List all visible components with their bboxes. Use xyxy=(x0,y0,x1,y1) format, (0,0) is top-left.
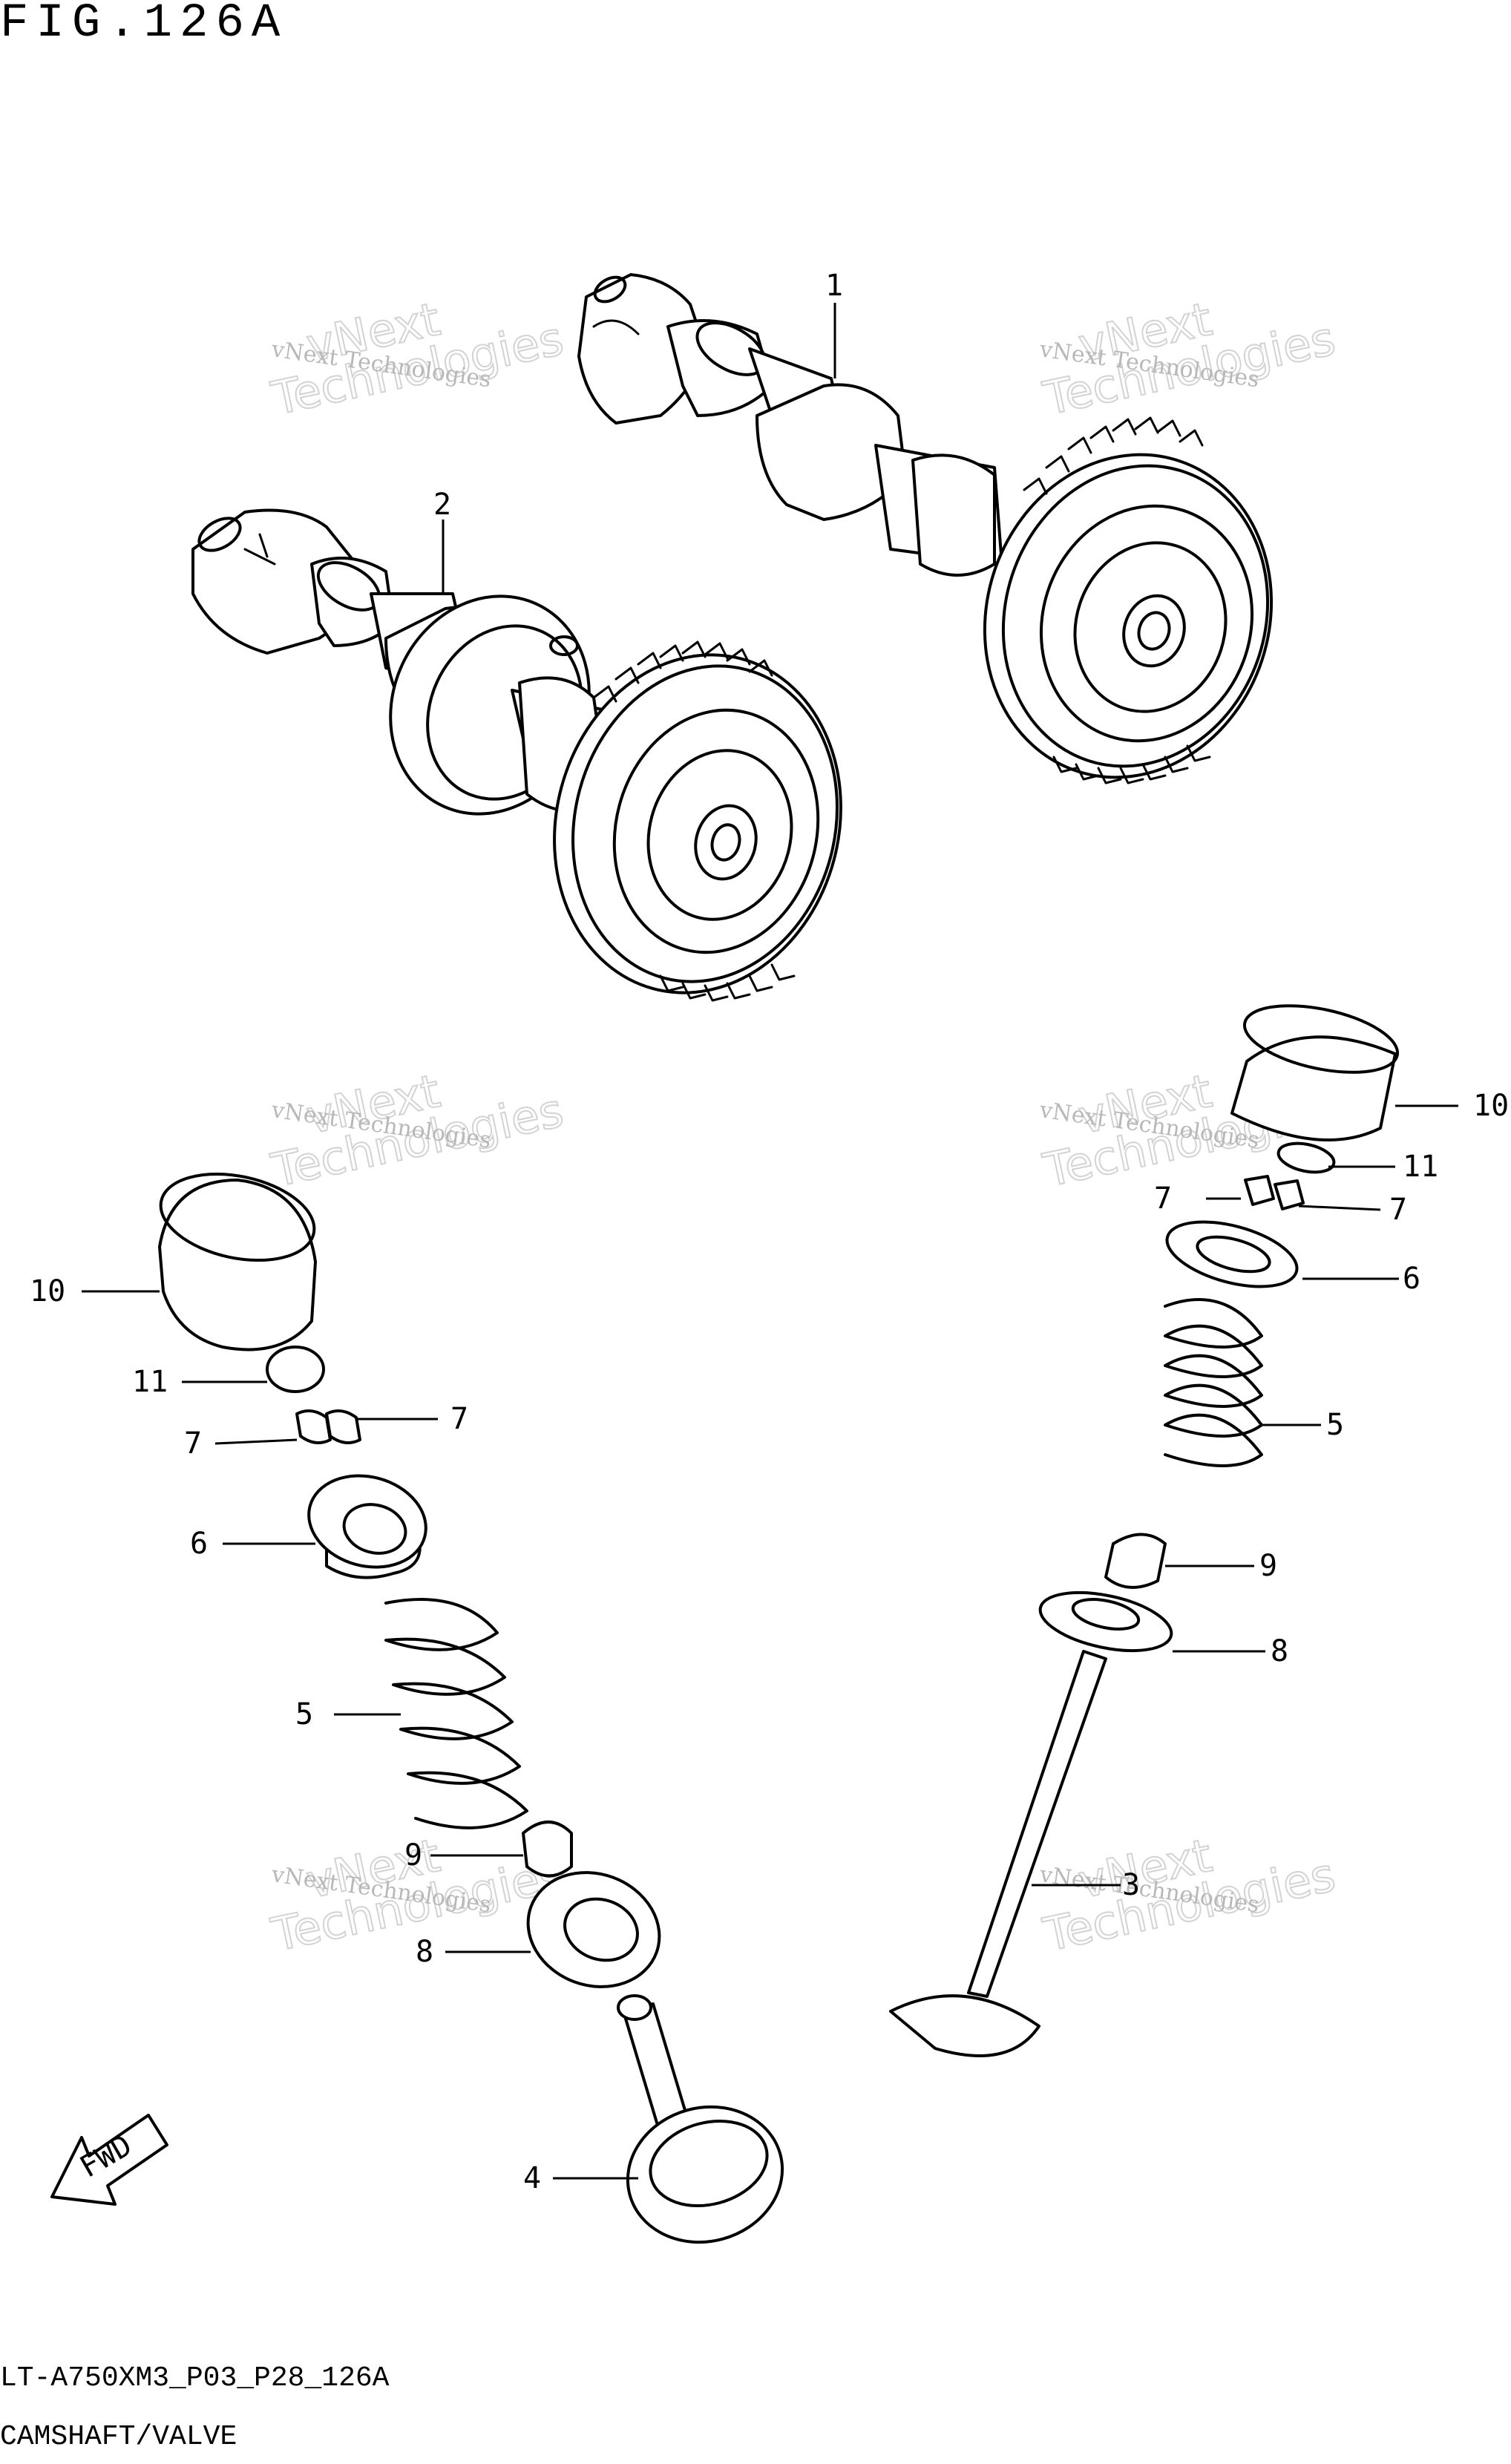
callout-9-right: 9 xyxy=(1259,1549,1277,1583)
callout-7-right-a: 7 xyxy=(1154,1182,1172,1216)
callout-5-right: 5 xyxy=(1326,1408,1344,1442)
callout-7-left-b: 7 xyxy=(450,1402,468,1436)
leader-lines xyxy=(82,303,1458,2180)
right-valve-stack xyxy=(889,1004,1400,2057)
callout-8-right: 8 xyxy=(1271,1634,1288,1668)
diagram-code: LT-A750XM3_P03_P28_126A xyxy=(0,2362,390,2394)
callout-11-left: 11 xyxy=(132,1365,168,1399)
callout-6-left: 6 xyxy=(190,1527,208,1561)
callout-4: 4 xyxy=(523,2161,541,2195)
figure-title: FIG.126A xyxy=(0,0,288,50)
camshaft-1 xyxy=(577,273,1274,784)
diagram-name: CAMSHAFT/VALVE xyxy=(0,2421,237,2453)
callouts: 1 2 3 4 5 5 6 6 7 7 7 7 8 8 9 9 10 10 11… xyxy=(30,269,1509,2195)
callout-6-right: 6 xyxy=(1403,1262,1420,1296)
callout-10-right: 10 xyxy=(1473,1089,1509,1123)
callout-10-left: 10 xyxy=(30,1274,65,1308)
callout-11-right: 11 xyxy=(1403,1150,1438,1184)
callout-2: 2 xyxy=(433,488,451,522)
callout-8-left: 8 xyxy=(416,1935,433,1969)
left-valve-stack xyxy=(158,1172,784,2244)
callout-3: 3 xyxy=(1122,1868,1140,1902)
camshaft-2 xyxy=(191,508,842,1002)
callout-7-left-a: 7 xyxy=(184,1426,202,1461)
callout-7-right-b: 7 xyxy=(1389,1193,1407,1227)
callout-5-left: 5 xyxy=(295,1697,313,1731)
fwd-arrow: FWD xyxy=(50,2114,168,2206)
callout-1: 1 xyxy=(825,269,843,303)
callout-9-left: 9 xyxy=(404,1838,422,1872)
